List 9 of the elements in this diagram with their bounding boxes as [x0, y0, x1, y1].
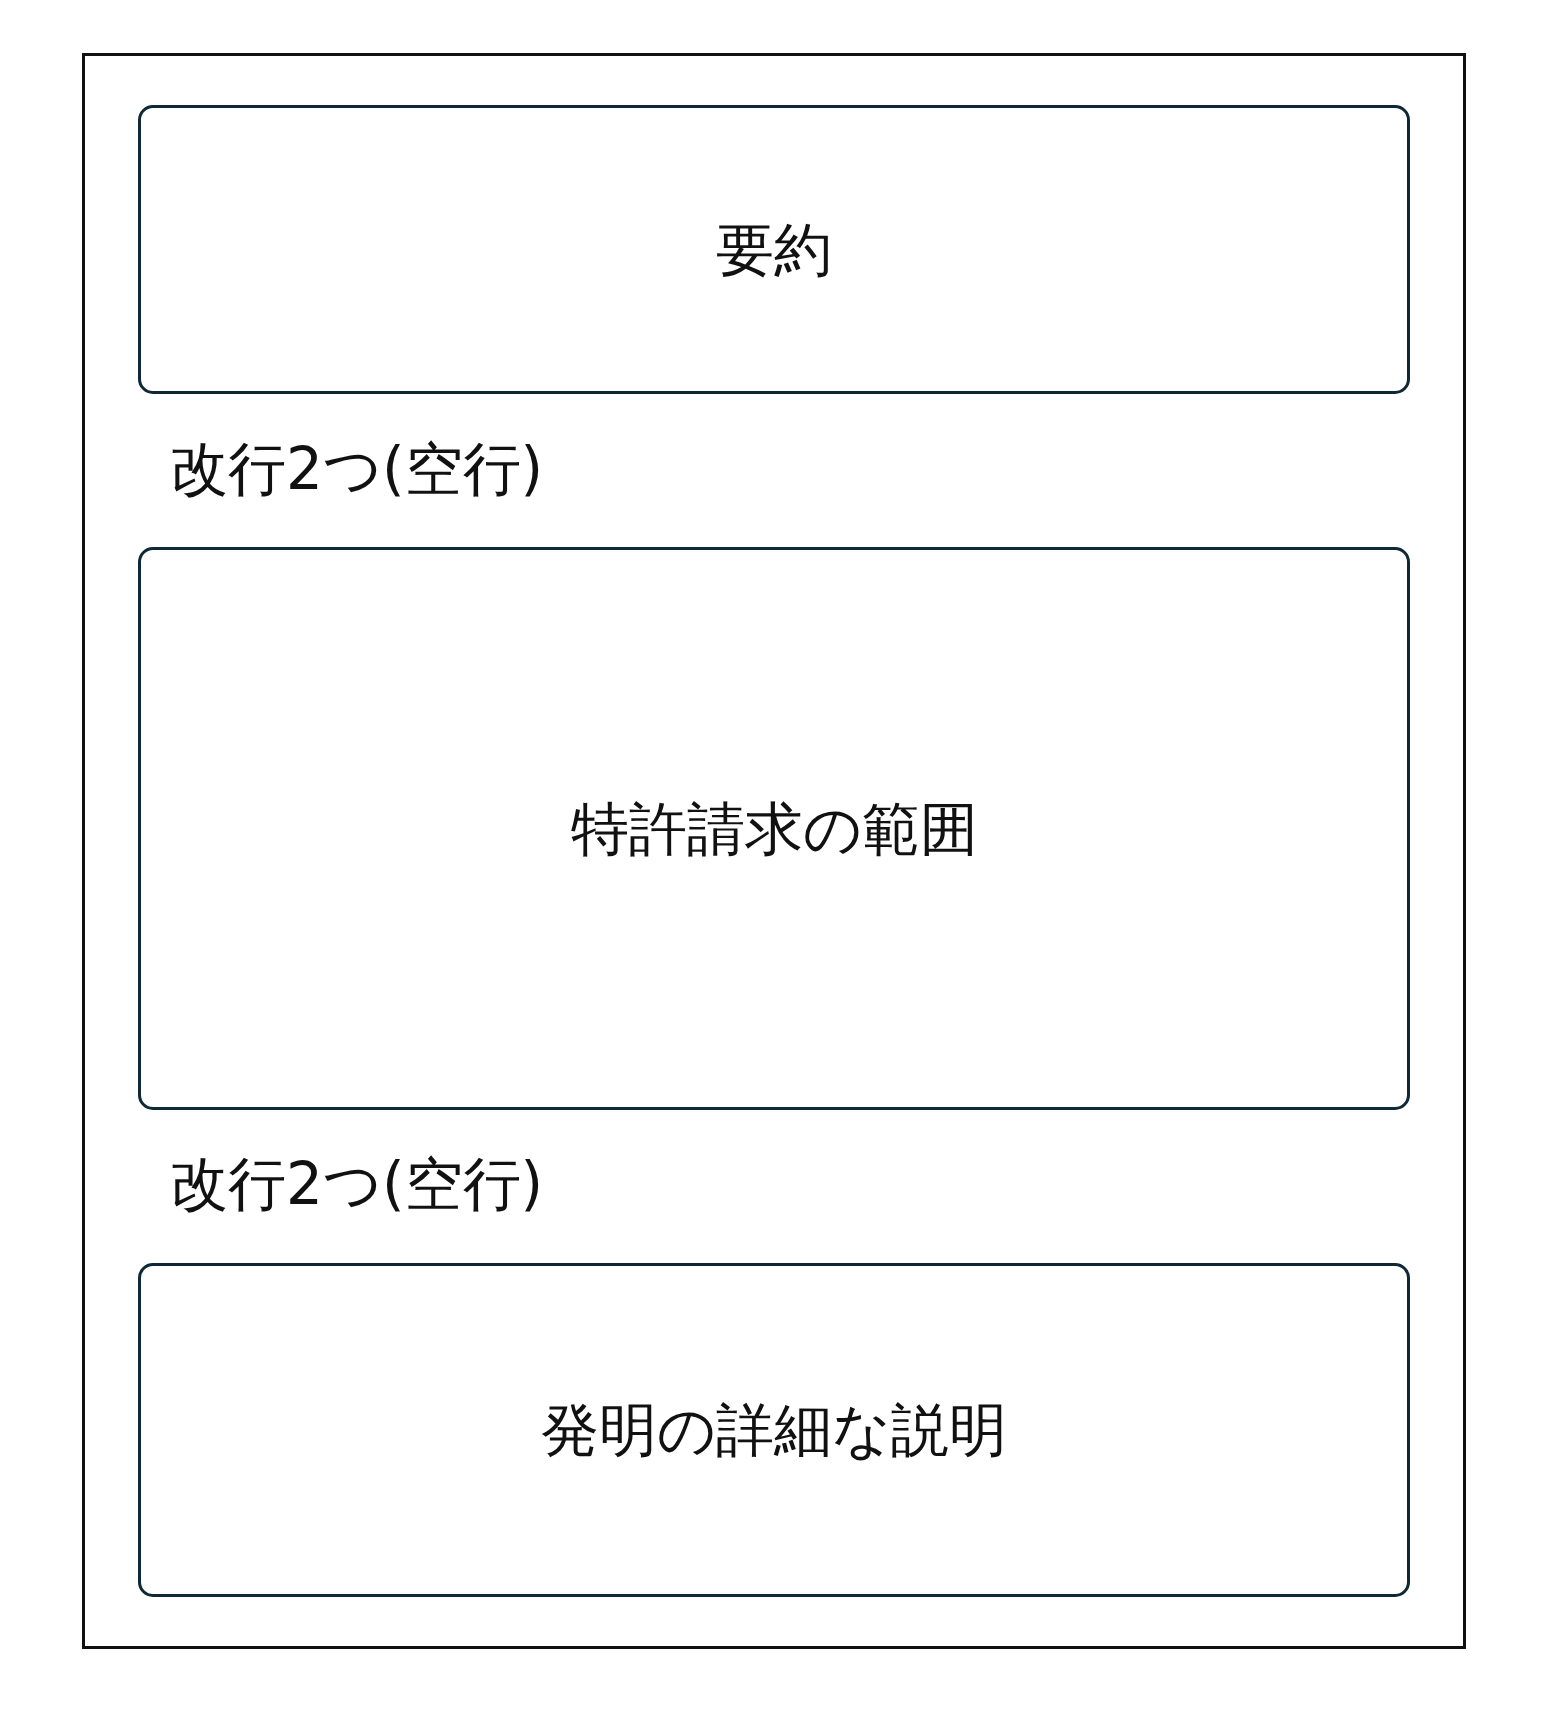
section-title: 発明の詳細な説明 — [541, 1397, 1007, 1463]
section-box — [138, 547, 1410, 1110]
section-box — [138, 1263, 1410, 1597]
page-frame — [82, 53, 1466, 1649]
note-text: 改行2つ(空行) — [170, 436, 544, 502]
section-title: 特許請求の範囲 — [570, 795, 978, 862]
section-title: 要約 — [716, 216, 832, 283]
section-box — [138, 105, 1410, 394]
note-text: 改行2つ(空行) — [170, 1151, 544, 1217]
